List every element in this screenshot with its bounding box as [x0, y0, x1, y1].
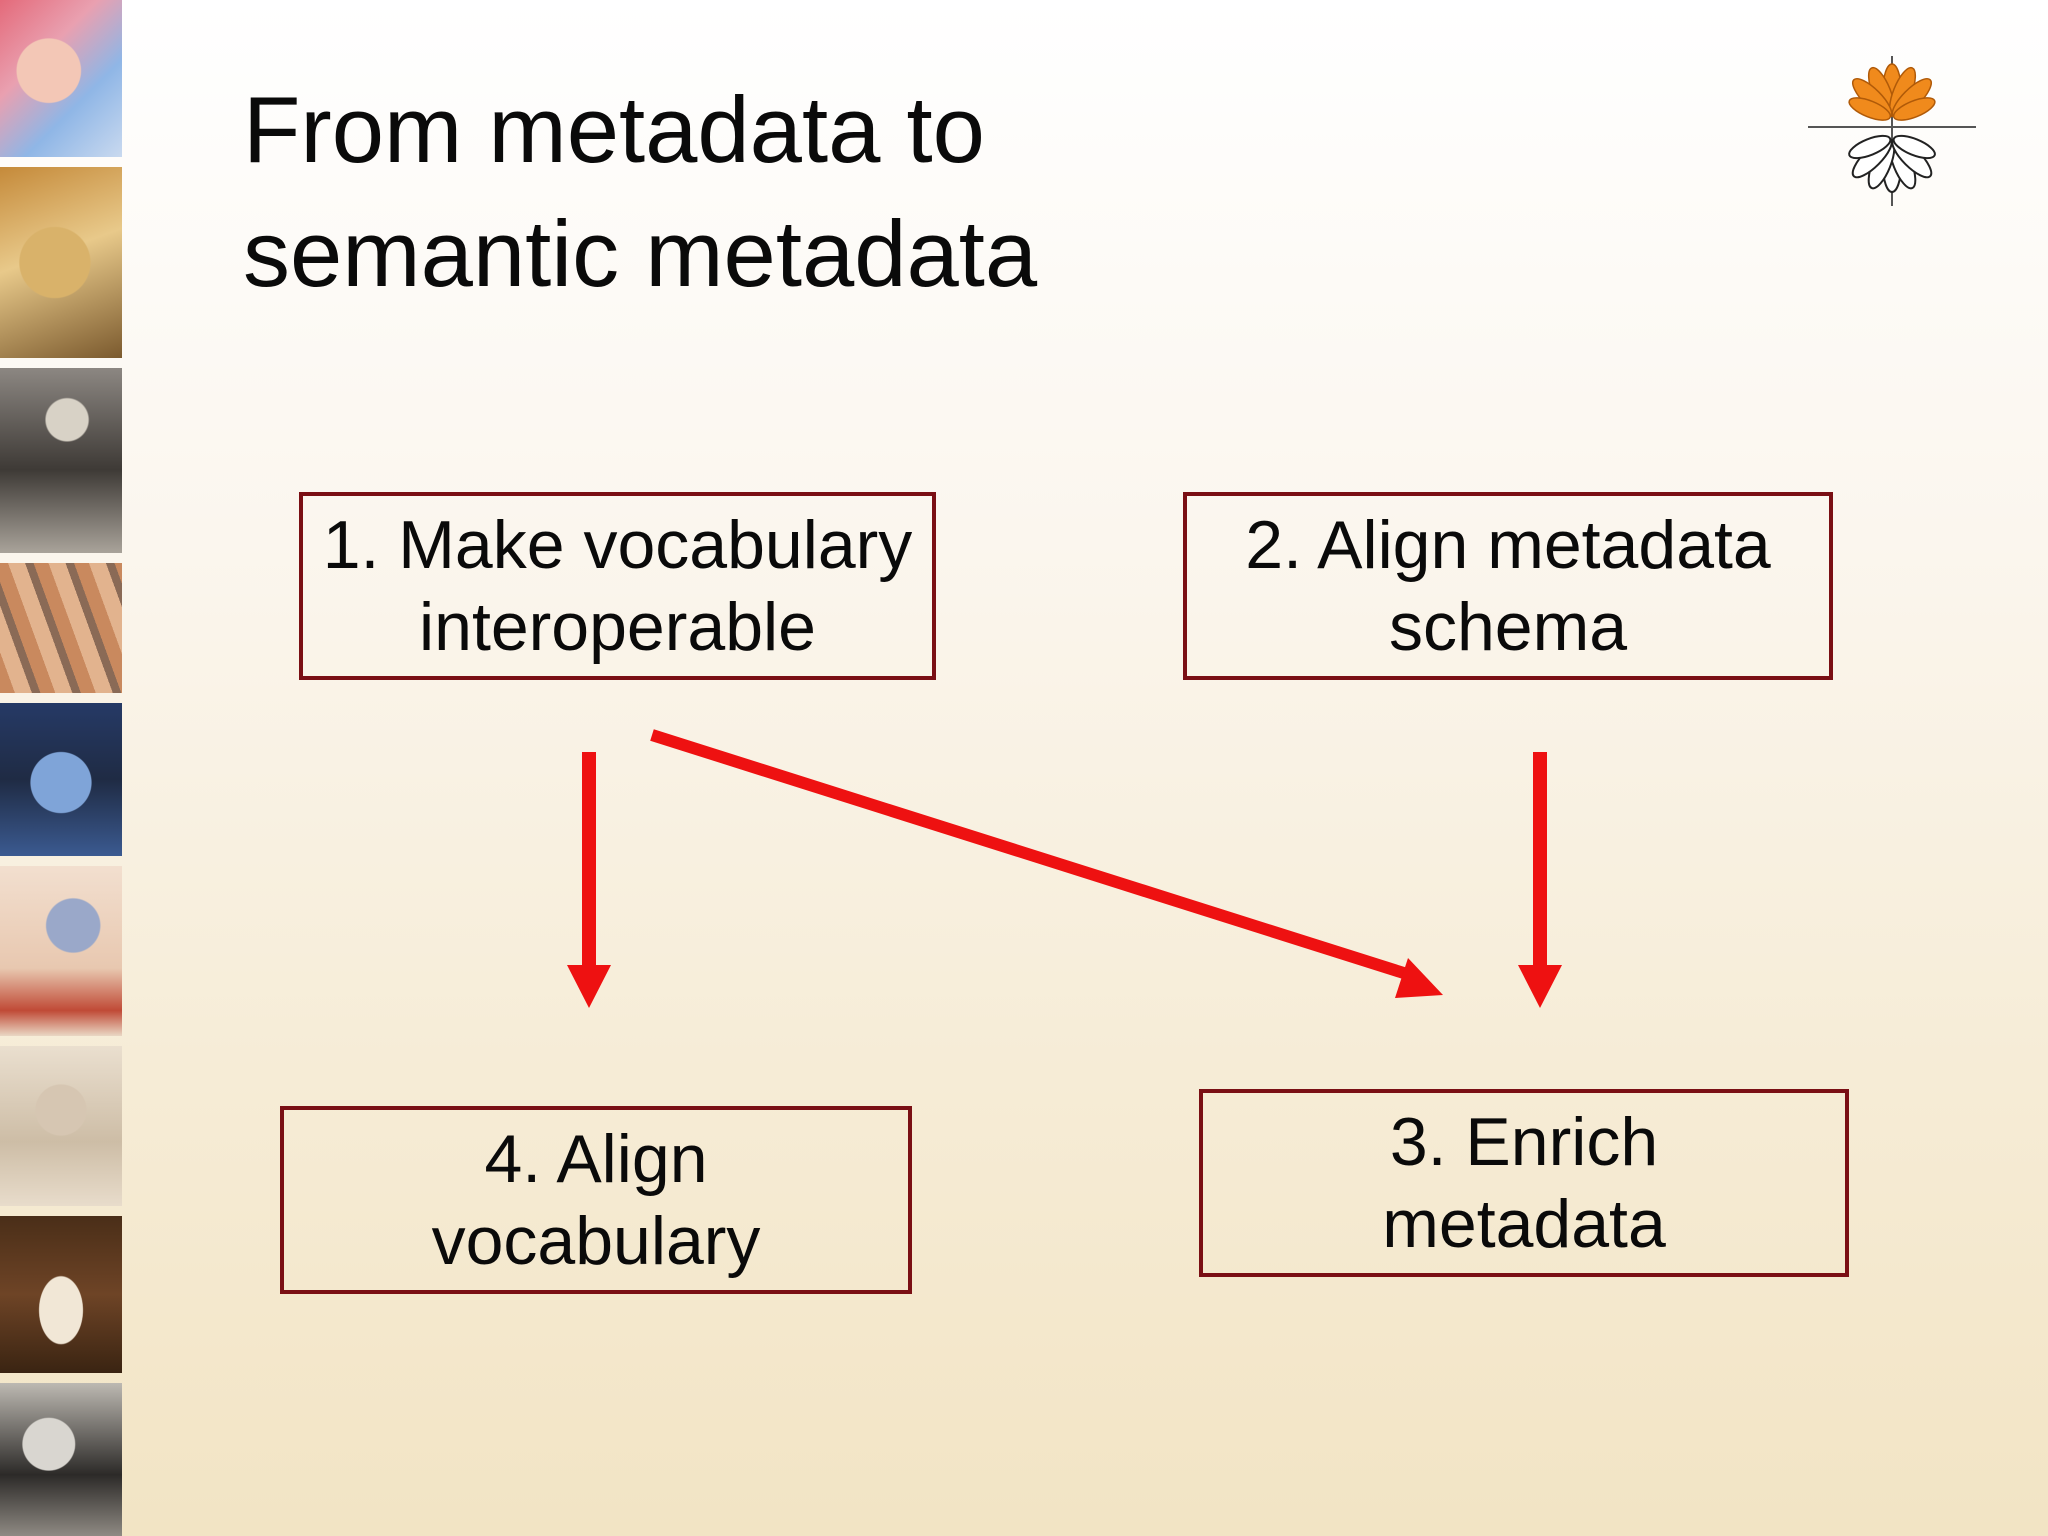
step-label-line: 2. Align metadata: [1245, 507, 1771, 583]
artwork-thumbnail: [0, 703, 122, 856]
artwork-image-strip: [0, 0, 124, 1536]
step-label-line: vocabulary: [431, 1203, 761, 1279]
artwork-thumbnail: [0, 563, 122, 693]
step-label-line: metadata: [1382, 1186, 1666, 1262]
step-box-enrich-metadata: 3. Enrich metadata: [1199, 1089, 1849, 1277]
step-box-align-metadata-schema: 2. Align metadata schema: [1183, 492, 1833, 680]
artwork-thumbnail: [0, 1216, 122, 1373]
step-label-line: 4. Align: [484, 1121, 708, 1197]
slide-title: From metadata to semantic metadata: [243, 68, 1243, 316]
arrow-step1-to-step4: [567, 752, 611, 1008]
step-label-line: interoperable: [419, 589, 816, 665]
artwork-thumbnail: [0, 1046, 122, 1206]
step-label-line: 1. Make vocabulary: [322, 507, 913, 583]
artwork-thumbnail: [0, 368, 122, 553]
step-label-line: schema: [1388, 589, 1628, 665]
artwork-thumbnail: [0, 866, 122, 1036]
artwork-thumbnail: [0, 0, 122, 157]
arrow-step1-to-step3: [650, 729, 1443, 998]
step-box-make-vocabulary-interoperable: 1. Make vocabulary interoperable: [299, 492, 936, 680]
step-label-line: 3. Enrich: [1389, 1104, 1659, 1180]
artwork-thumbnail: [0, 167, 122, 358]
flower-logo-icon: [1808, 56, 1976, 206]
artwork-thumbnail: [0, 1383, 122, 1536]
slide-title-line-1: From metadata to: [243, 77, 985, 182]
step-box-align-vocabulary: 4. Align vocabulary: [280, 1106, 912, 1294]
slide-title-line-2: semantic metadata: [243, 201, 1038, 306]
arrow-step2-to-step3: [1518, 752, 1562, 1008]
